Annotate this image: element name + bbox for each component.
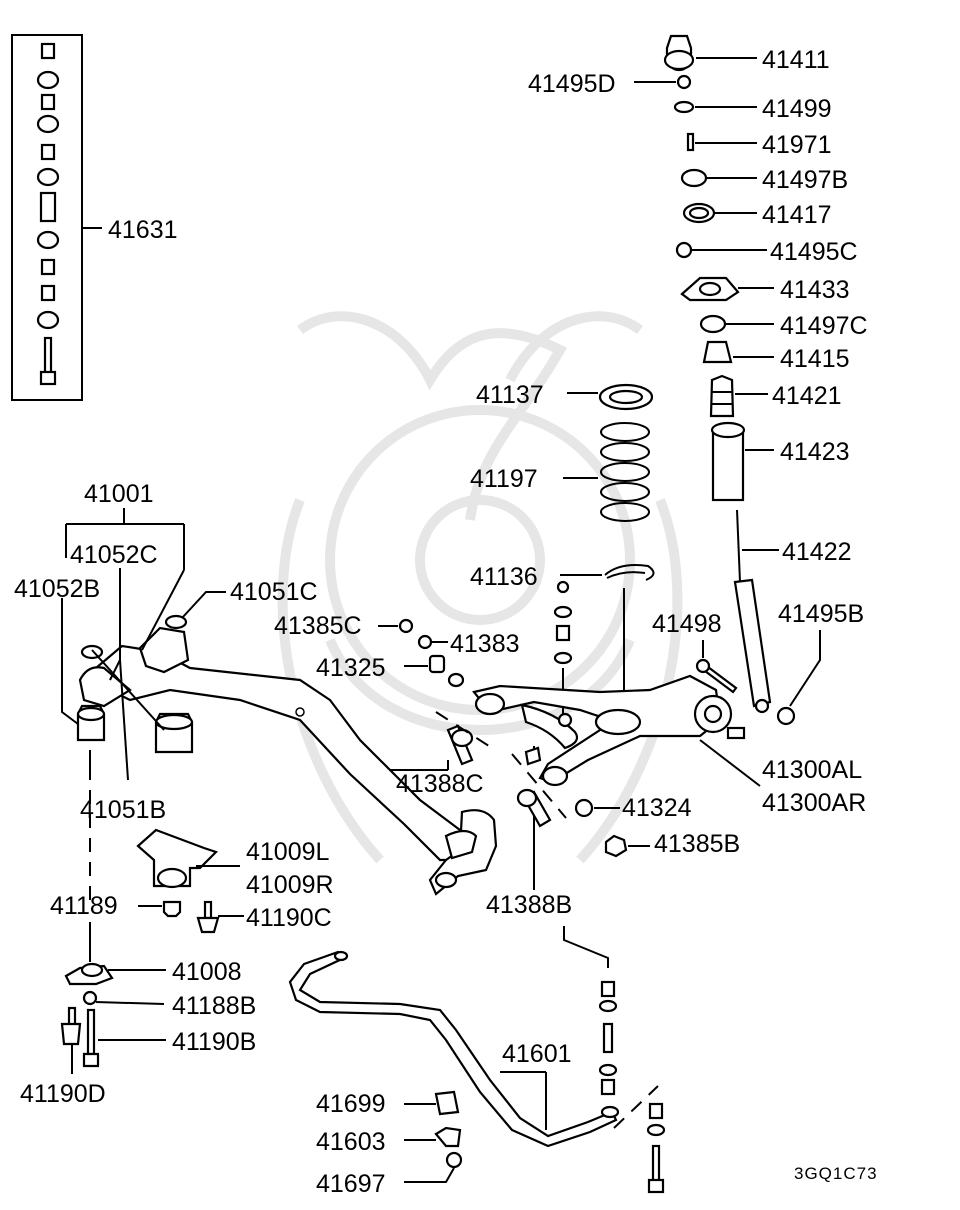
label-41631: 41631 <box>108 216 178 244</box>
label-41008: 41008 <box>172 958 242 986</box>
label-41324: 41324 <box>622 794 692 822</box>
lower-control-arm <box>472 640 761 787</box>
stabilizer-bar <box>288 926 666 1194</box>
label-41383: 41383 <box>450 630 520 658</box>
label-41415: 41415 <box>780 345 850 373</box>
label-41300AL: 41300AL <box>762 756 862 784</box>
kit-items <box>36 42 60 386</box>
label-41190C: 41190C <box>246 904 332 932</box>
label-41498: 41498 <box>652 610 722 638</box>
crossmember <box>61 508 498 896</box>
label-41051C: 41051C <box>230 578 318 606</box>
strut-assembly <box>634 34 821 726</box>
part-labels: 41411 41495D 41499 41971 41497B 41417 41… <box>14 46 878 1198</box>
label-41188B: 41188B <box>172 992 256 1020</box>
label-41699: 41699 <box>316 1090 386 1118</box>
label-41497C: 41497C <box>780 312 868 340</box>
label-41051B: 41051B <box>80 796 166 824</box>
label-41422: 41422 <box>782 538 852 566</box>
label-41497B: 41497B <box>762 166 848 194</box>
label-41433: 41433 <box>780 276 850 304</box>
label-41495D: 41495D <box>528 70 616 98</box>
label-41385C: 41385C <box>274 612 362 640</box>
label-41190B: 41190B <box>172 1028 256 1056</box>
label-41052B: 41052B <box>14 575 100 603</box>
label-41001: 41001 <box>84 480 154 508</box>
label-41385B: 41385B <box>654 830 740 858</box>
label-41603: 41603 <box>316 1128 386 1156</box>
crossmember-mount <box>60 790 244 1074</box>
label-41300AR: 41300AR <box>762 789 866 817</box>
label-41325: 41325 <box>316 654 386 682</box>
label-41052C: 41052C <box>70 541 158 569</box>
label-41495B: 41495B <box>778 600 864 628</box>
label-41423: 41423 <box>780 438 850 466</box>
coil-spring <box>560 383 655 690</box>
label-41388C: 41388C <box>396 770 484 798</box>
spacer-column <box>553 580 573 716</box>
arm-fasteners <box>378 618 650 890</box>
label-41697: 41697 <box>316 1170 386 1198</box>
label-41136: 41136 <box>470 563 538 591</box>
label-41009R: 41009R <box>246 871 334 899</box>
label-41197: 41197 <box>470 465 538 493</box>
label-41421: 41421 <box>772 382 842 410</box>
label-41190D: 41190D <box>20 1080 106 1108</box>
label-41189: 41189 <box>50 892 118 920</box>
label-41601: 41601 <box>502 1040 572 1068</box>
label-41971: 41971 <box>762 131 832 159</box>
bushing-kit-group <box>11 34 102 401</box>
label-41388B: 41388B <box>486 891 572 919</box>
label-41417: 41417 <box>762 201 832 229</box>
label-41137: 41137 <box>476 381 544 409</box>
diagram-reference-code: 3GQ1C73 <box>794 1164 878 1183</box>
label-41495C: 41495C <box>770 238 858 266</box>
label-41499: 41499 <box>762 95 832 123</box>
label-41411: 41411 <box>762 46 830 74</box>
label-41009L: 41009L <box>246 838 330 866</box>
